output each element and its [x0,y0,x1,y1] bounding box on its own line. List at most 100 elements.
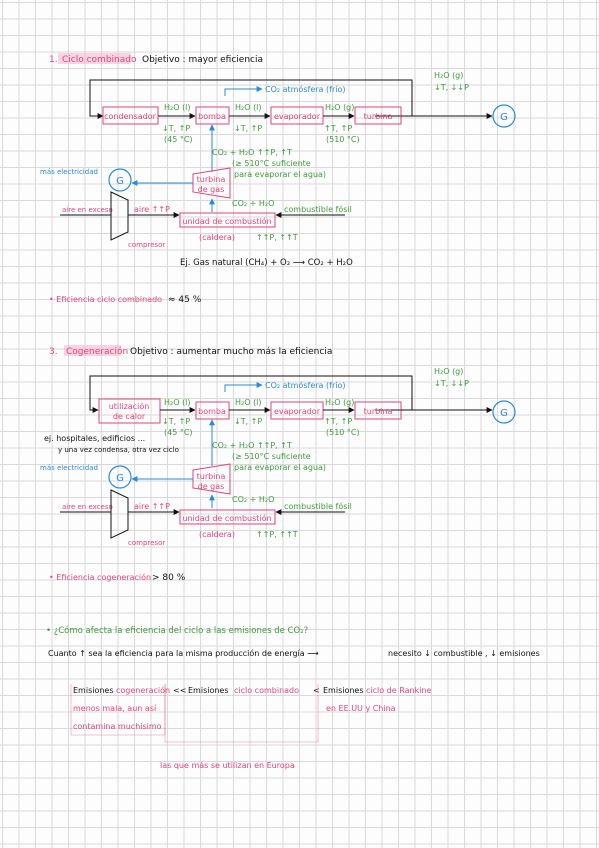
hospital-note-2: y una vez condensa, otra vez ciclo [58,446,179,454]
emisiones-3-rankine: ciclo de Rankine [366,686,432,695]
turbina-gas-2-label-1: turbina [197,472,226,481]
steam-cond-2: ↑T, ↑P [324,124,352,133]
answer-part-a: Cuanto ↑ sea la eficiencia para la misma… [48,648,319,658]
aire-2-label: aire ↑↑P [134,502,170,511]
section-2-number: 3. [49,347,58,357]
much-less-symbol: << [173,686,186,695]
co2-h2o-2-label: CO₂ + H₂O [232,495,274,504]
question-text: • ¿Cómo afecta la eficiencia del ciclo a… [46,625,308,636]
emisiones-3: Emisiones [323,686,364,695]
co2-atm-label-2: CO₂ atmósfera (frío) [265,380,345,390]
emisiones-1: Emisiones [73,686,114,695]
turbina-gas-label-1: turbina [197,175,226,184]
caldera-conditions: ↑↑P, ↑↑T [256,233,298,242]
efficiency-2-label: • Eficiencia cogeneración [49,572,151,582]
water-liquid-4: H₂O (l) [235,398,262,407]
water-liquid-3: H₂O (l) [164,398,191,407]
water-temp-1: (45 °C) [164,135,193,144]
bomba-label: bomba [198,112,226,121]
section-ciclo-combinado: 1. Ciclo combinado Objetivo : mayor efic… [40,53,516,268]
condensador-label: condensador [104,112,156,121]
steam-2: H₂O (g) [325,103,354,112]
efficiency-cogeneration: • Eficiencia cogeneración > 80 % [49,572,186,583]
section-heading: Ciclo combinado [62,55,137,65]
efficiency-1-value: ≈ 45 % [168,295,202,305]
co2-atm-arrow-2 [224,382,263,392]
unidad-combustion-2-box [179,509,276,525]
gas-2-line-3: para evaporar el agua) [234,463,326,472]
combustion-example: Ej. Gas natural (CH₄) + O₂ ⟶ CO₂ + H₂O [180,258,353,268]
emisiones-1-cogeneracion: cogeneración [116,685,170,695]
emisiones-2: Emisiones [188,686,229,695]
gas-2-line-2: (≥ 510°C suficiente [232,452,311,461]
combustible-2-label: combustible fósil [284,501,352,511]
compresor-shape [110,191,129,241]
efficiency-2-value: > 80 % [152,573,186,583]
sub-note-1b: contamina muchísimo [73,722,162,731]
turbina-gas-2-label-2: de gas [198,482,225,491]
unidad-combustion-box [179,212,276,228]
steam-temp-2: (510 °C) [326,135,360,144]
section-objective: Objetivo : mayor eficiencia [142,55,263,65]
generator-3-icon [492,400,516,424]
mas-electricidad-2-label: más electricidad [40,464,98,472]
utilizacion-label-1: utilización [109,401,150,411]
compresor-2-shape [110,489,129,539]
emisiones-2-ciclo-combinado: ciclo combinado [234,686,299,695]
water-cond-1: ↓T, ↑P [162,124,190,133]
aire-exceso-2-label: aire en exceso [62,503,113,511]
co2-atm-arrow [224,86,263,96]
steam-top-label-2: H₂O (g) [434,367,463,376]
evaporador-label: evaporador [274,112,321,121]
steam-top-conditions-2: ↓T, ↓↓P [434,379,469,388]
section-cogeneracion: 3. Cogeneración Objetivo : aumentar much… [40,345,516,547]
steam-top-conditions: ↓T, ↓↓P [434,83,469,92]
efficiency-1-label: • Eficiencia ciclo combinado [49,295,162,304]
section-number: 1. [49,55,58,65]
compresor-label: compresor [128,241,165,249]
less-symbol: < [313,686,320,695]
unidad-combustion-2-label: unidad de combustión [182,513,271,523]
turbina-gas-2-shape [192,463,231,495]
co2-h2o-label: CO₂ + H₂O [232,199,274,208]
europe-note: las que más se utilizan en Europa [160,761,295,770]
generator-label: G [500,112,508,123]
water-cond-3: ↓T, ↑P [162,417,190,426]
water-cond-4: ↓T, ↑P [234,417,262,426]
water-liquid-2: H₂O (l) [235,103,262,112]
generator-icon [492,104,516,128]
aire-exceso-label: aire en exceso [62,206,113,214]
generator-2-label: G [116,176,124,187]
water-cond-2: ↓T, ↑P [234,124,262,133]
steam-temp-3: (510 °C) [326,428,360,437]
emissions-question: • ¿Cómo afecta la eficiencia del ciclo a… [46,625,540,770]
combustible-label: combustible fósil [284,204,352,214]
sub-note-1a: menos mala, aun así [73,704,157,713]
steam-cond-3: ↑T, ↑P [324,417,352,426]
turbina-2-label: turbina [364,407,393,416]
evaporador-2-label: evaporador [274,407,321,416]
sub-note-3: en EE.UU y China [326,704,396,713]
generator-4-label: G [116,473,124,484]
caldera-2-conditions: ↑↑P, ↑↑T [256,530,298,539]
heading-2-highlight [64,345,121,356]
generator-2-icon [108,168,132,192]
gas-line-1: CO₂ + H₂O ↑↑P, ↑T [212,148,292,157]
section-2-objective: Objetivo : aumentar mucho más la eficien… [130,347,332,357]
utilizacion-calor-box [98,398,161,424]
gas-line-3: para evaporar el agua) [234,170,326,179]
utilizacion-label-2: de calor [113,412,146,421]
turbina-label: turbina [364,112,393,121]
gas-line-2: (≥ 510°C suficiente [232,159,311,168]
turbina-gas-label-2: de gas [198,185,225,194]
section-2-heading: Cogeneración [66,346,128,357]
water-liquid-1: H₂O (l) [164,103,191,112]
co2-atm-label: CO₂ atmósfera (frío) [265,84,345,94]
caldera-label: (caldera) [199,233,235,242]
generator-4-icon [108,465,132,489]
aire-label: aire ↑↑P [134,205,170,214]
water-temp-3: (45 °C) [164,428,193,437]
compresor-2-label: compresor [128,539,165,547]
